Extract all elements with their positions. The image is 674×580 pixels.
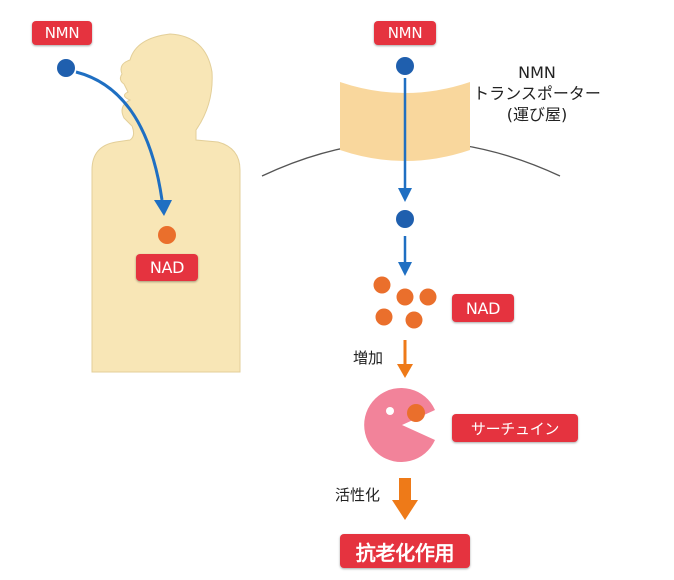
nmn-molecule-inside: [396, 210, 414, 228]
absorption-arrow: [75, 70, 164, 201]
nmn-molecule-left: [57, 59, 75, 77]
conversion-arrowhead: [398, 262, 412, 276]
increase-label: 増加: [353, 349, 384, 367]
sirtuin-eye: [386, 407, 394, 415]
absorption-arrowhead: [154, 200, 172, 216]
activation-label: 活性化: [335, 486, 381, 504]
activation-arrow-shaft: [399, 478, 411, 502]
transport-arrowhead: [398, 188, 412, 202]
nad-molecule-cluster: [373, 276, 437, 329]
transporter-label-line2: トランスポーター: [473, 84, 601, 103]
nad-badge-right: NAD: [452, 294, 514, 322]
nad-molecule-left: [158, 226, 176, 244]
sirtuin-badge: サーチュイン: [452, 414, 578, 442]
transporter-label: NMN トランスポーター (運び屋): [462, 62, 612, 125]
nmn-badge-right: NMN: [374, 21, 436, 45]
increase-arrowhead: [397, 364, 413, 378]
nad-badge-left: NAD: [136, 254, 198, 281]
nmn-badge-left: NMN: [32, 21, 92, 45]
activation-arrowhead: [392, 500, 418, 520]
sirtuin-enzyme-shape: [364, 387, 435, 462]
transporter-label-line3: (運び屋): [506, 105, 568, 124]
nmn-molecule-right: [396, 57, 414, 75]
transporter-label-line1: NMN: [518, 63, 556, 82]
anti-aging-badge: 抗老化作用: [340, 534, 470, 568]
nad-bound-to-sirtuin: [407, 404, 425, 422]
